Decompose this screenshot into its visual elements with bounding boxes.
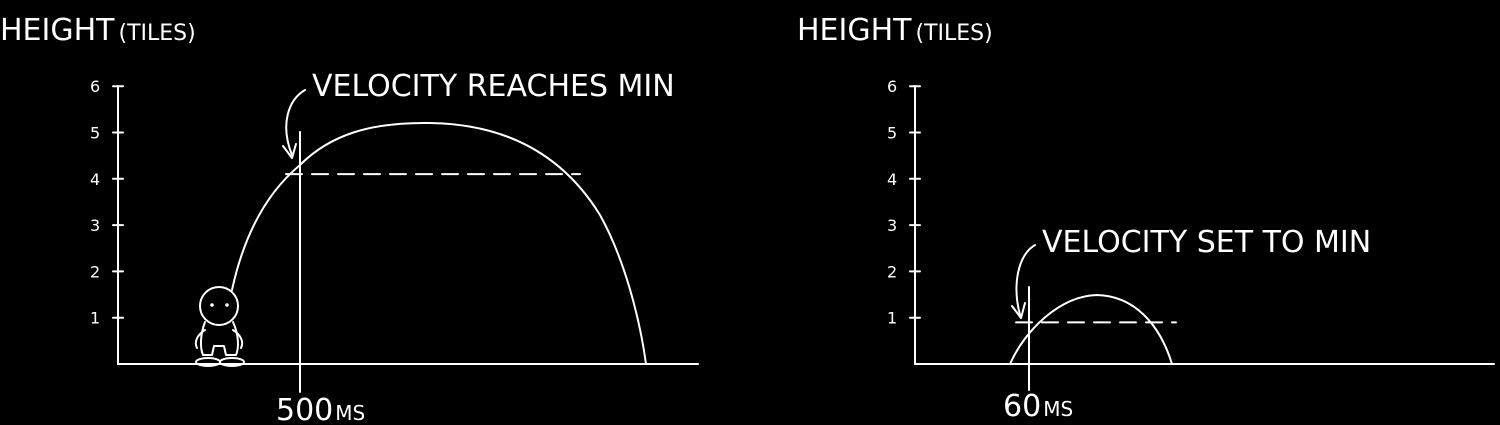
annotation-arrow-left	[285, 89, 306, 156]
y-tick-label-left-3: 3	[90, 216, 100, 235]
y-ticks-right: 1 2 3 4 5 6	[887, 77, 921, 328]
y-axis-title-right: HEIGHT(TILES)	[797, 13, 993, 48]
y-tick-label-right-6: 6	[887, 77, 897, 96]
chart-right: HEIGHT(TILES) 1 2 3 4 5 6 VELOCITY SET TO MIN…	[797, 13, 1495, 424]
y-axis-title-left: HEIGHT(TILES)	[0, 13, 196, 48]
y-tick-label-left-4: 4	[90, 170, 100, 189]
y-tick-label-left-6: 6	[90, 77, 100, 96]
chart-left: HEIGHT(TILES) 1 2 3 4 5 6 VELOCITY REACHES MI…	[0, 13, 699, 425]
jump-curve-right	[1009, 294, 1173, 365]
y-tick-label-left-1: 1	[90, 309, 100, 328]
y-tick-label-left-5: 5	[90, 124, 100, 143]
annotation-arrowhead-right	[1011, 302, 1026, 319]
y-tick-label-right-2: 2	[887, 262, 897, 281]
annotation-left: VELOCITY REACHES MIN	[312, 69, 675, 104]
y-tick-label-right-1: 1	[887, 309, 897, 328]
y-tick-label-left-2: 2	[90, 262, 100, 281]
y-tick-label-right-5: 5	[887, 124, 897, 143]
person-icon	[194, 286, 245, 367]
y-tick-label-right-4: 4	[887, 170, 897, 189]
annotation-arrowhead-left	[282, 143, 297, 159]
y-ticks-left: 1 2 3 4 5 6	[90, 77, 124, 328]
annotation-right: VELOCITY SET TO MIN	[1042, 225, 1371, 260]
y-tick-label-right-3: 3	[887, 216, 897, 235]
jump-curve-left	[231, 121, 647, 365]
annotation-arrow-right	[1015, 244, 1036, 316]
